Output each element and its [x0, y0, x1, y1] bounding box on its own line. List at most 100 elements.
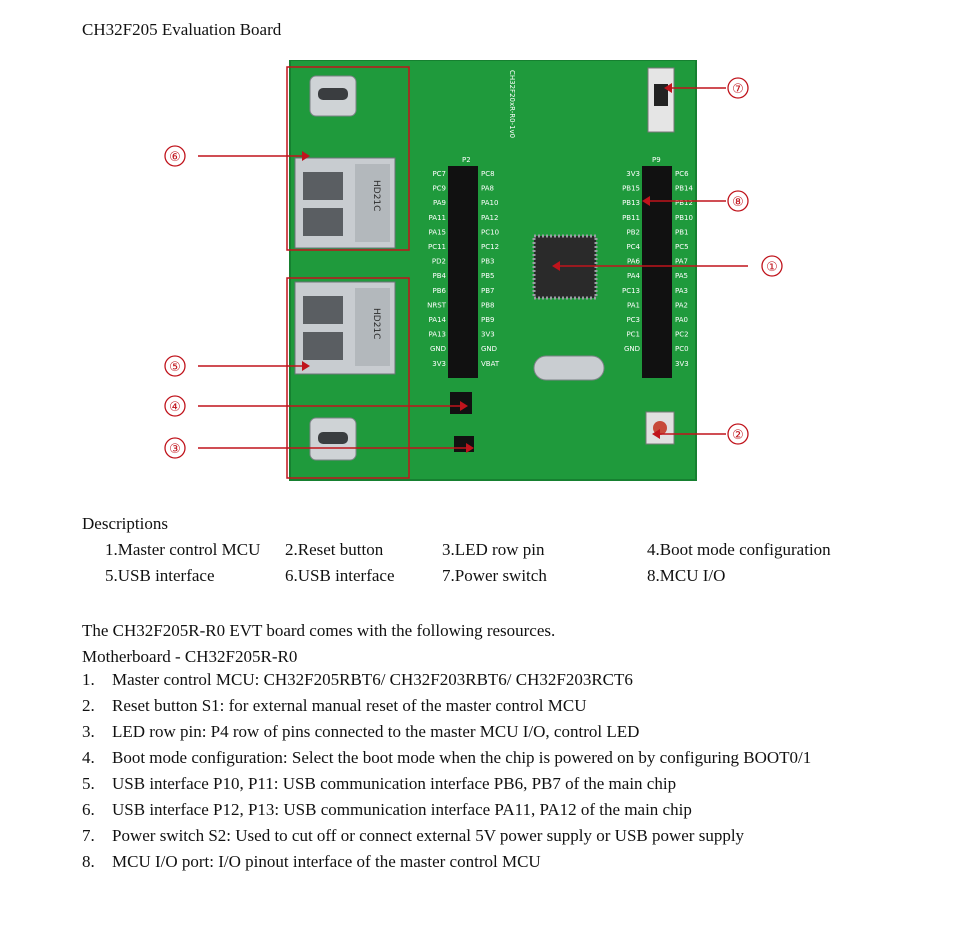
board-silkscreen-name: CH32F20xR-R0-1v0: [508, 70, 516, 138]
pin-header-p2: [448, 166, 478, 378]
pin-label: PA11: [429, 214, 446, 222]
list-item-text: MCU I/O port: I/O pinout interface of th…: [112, 852, 541, 871]
description-item: 2.Reset button: [285, 540, 384, 559]
pin-label: PB14: [675, 185, 693, 193]
description-item: 5.USB interface: [105, 566, 215, 585]
callout-7: ⑦: [732, 82, 744, 97]
pin-label: PA4: [627, 272, 641, 280]
pin-label: PA14: [429, 316, 447, 324]
pin-label: PA5: [675, 272, 688, 280]
pin-label: PB9: [481, 316, 494, 324]
list-item-text: Power switch S2: Used to cut off or conn…: [112, 826, 745, 845]
description-item: 6.USB interface: [285, 566, 395, 585]
pin-label: PB13: [622, 199, 640, 207]
pin-label: PA0: [675, 316, 688, 324]
pin-label: PC3: [626, 316, 640, 324]
pin-label: PA7: [675, 258, 688, 266]
pin-label: PA6: [627, 258, 641, 266]
pin-label: PA10: [481, 199, 498, 207]
list-item-text: Master control MCU: CH32F205RBT6/ CH32F2…: [112, 670, 633, 689]
description-item: 7.Power switch: [442, 566, 547, 585]
usb-c-connector-top: [309, 75, 357, 117]
description-item: 4.Boot mode configuration: [647, 540, 831, 559]
pin-label: PB7: [481, 287, 494, 295]
pin-label: PD2: [432, 258, 446, 266]
reset-button: [645, 411, 675, 445]
pin-label: PC6: [675, 170, 689, 178]
pin-label: PC7: [432, 170, 446, 178]
pin-label: GND: [481, 345, 497, 353]
pin-label: PC11: [428, 243, 446, 251]
pin-label: PB8: [481, 301, 494, 309]
callout-3: ③: [169, 442, 181, 457]
list-item-number: 1.: [82, 670, 95, 689]
pin-label: PB3: [481, 258, 494, 266]
pin-label: PA8: [481, 185, 494, 193]
pin-label: PC10: [481, 228, 499, 236]
pin-label: GND: [430, 345, 446, 353]
description-item: 8.MCU I/O: [647, 566, 726, 585]
list-item-number: 6.: [82, 800, 95, 819]
list-item-number: 2.: [82, 696, 95, 715]
pin-label: PB1: [675, 228, 688, 236]
callout-box-usb-upper: [286, 66, 410, 251]
list-item-text: Reset button S1: for external manual res…: [112, 696, 587, 715]
list-item-number: 4.: [82, 748, 95, 767]
pin-label: PA12: [481, 214, 498, 222]
board-photo: HD21C HD21C CH32F20xR-R0-1v0 P2 P9 PC7PC…: [164, 60, 783, 481]
header-p9-label: P9: [652, 156, 661, 164]
intro-text: The CH32F205R-R0 EVT board comes with th…: [82, 618, 555, 670]
list-item-text: LED row pin: P4 row of pins connected to…: [112, 722, 640, 741]
callout-1: ①: [766, 260, 778, 275]
pin-label: PC0: [675, 345, 689, 353]
usb-a-marking-upper: HD21C: [371, 180, 381, 211]
pin-label: VBAT: [481, 360, 500, 368]
pin-label: PC4: [626, 243, 640, 251]
mcu-chip: [532, 234, 598, 300]
list-item-number: 5.: [82, 774, 95, 793]
callout-8: ⑧: [732, 195, 744, 210]
pin-label: PC8: [481, 170, 495, 178]
pin-label: PA13: [429, 331, 446, 339]
pin-header-p9: [642, 166, 672, 378]
pin-label: PA2: [675, 301, 688, 309]
callout-2: ②: [732, 428, 744, 443]
p9-left-pin-labels: 3V3PB15PB13PB11PB2PC4PA6PA4PC13PA1PC3PC1…: [622, 170, 641, 353]
pin-label: PB2: [627, 228, 640, 236]
pin-label: 3V3: [481, 331, 495, 339]
list-item-number: 8.: [82, 852, 95, 871]
p9-right-pin-labels: PC6PB14PB12PB10PB1PC5PA7PA5PA3PA2PA0PC2P…: [675, 170, 693, 368]
intro-line: Motherboard - CH32F205R-R0: [82, 647, 298, 666]
pin-label: PC12: [481, 243, 499, 251]
usb-a-marking-lower: HD21C: [371, 308, 381, 339]
pin-label: PB15: [622, 185, 640, 193]
descriptions-heading: Descriptions: [82, 514, 168, 533]
header-p2-label: P2: [462, 156, 471, 164]
pin-label: GND: [624, 345, 640, 353]
description-item: 3.LED row pin: [442, 540, 545, 559]
pin-label: NRST: [427, 301, 447, 309]
pin-label: PB11: [622, 214, 640, 222]
callout-6: ⑥: [169, 150, 181, 165]
callout-5: ⑤: [169, 360, 181, 375]
usb-a-connector-lower: [294, 281, 396, 375]
callout-4: ④: [169, 400, 181, 415]
pin-label: PB12: [675, 199, 693, 207]
list-item-number: 7.: [82, 826, 95, 845]
usb-a-connector-upper: [294, 157, 396, 249]
list-item-text: USB interface P10, P11: USB communicatio…: [112, 774, 677, 793]
description-item: 1.Master control MCU: [105, 540, 261, 559]
list-item-text: USB interface P12, P13: USB communicatio…: [112, 800, 692, 819]
pin-label: PB4: [433, 272, 447, 280]
pin-label: 3V3: [432, 360, 446, 368]
callout-box-usb-lower: [286, 277, 410, 479]
pcb-board: [290, 60, 696, 480]
pin-label: PB5: [481, 272, 494, 280]
list-item-number: 3.: [82, 722, 95, 741]
pin-label: PC9: [432, 185, 446, 193]
pin-label: PA9: [433, 199, 446, 207]
crystal-y1: [533, 355, 605, 381]
pin-label: PA3: [675, 287, 688, 295]
list-item-text: Boot mode configuration: Select the boot…: [112, 748, 812, 767]
